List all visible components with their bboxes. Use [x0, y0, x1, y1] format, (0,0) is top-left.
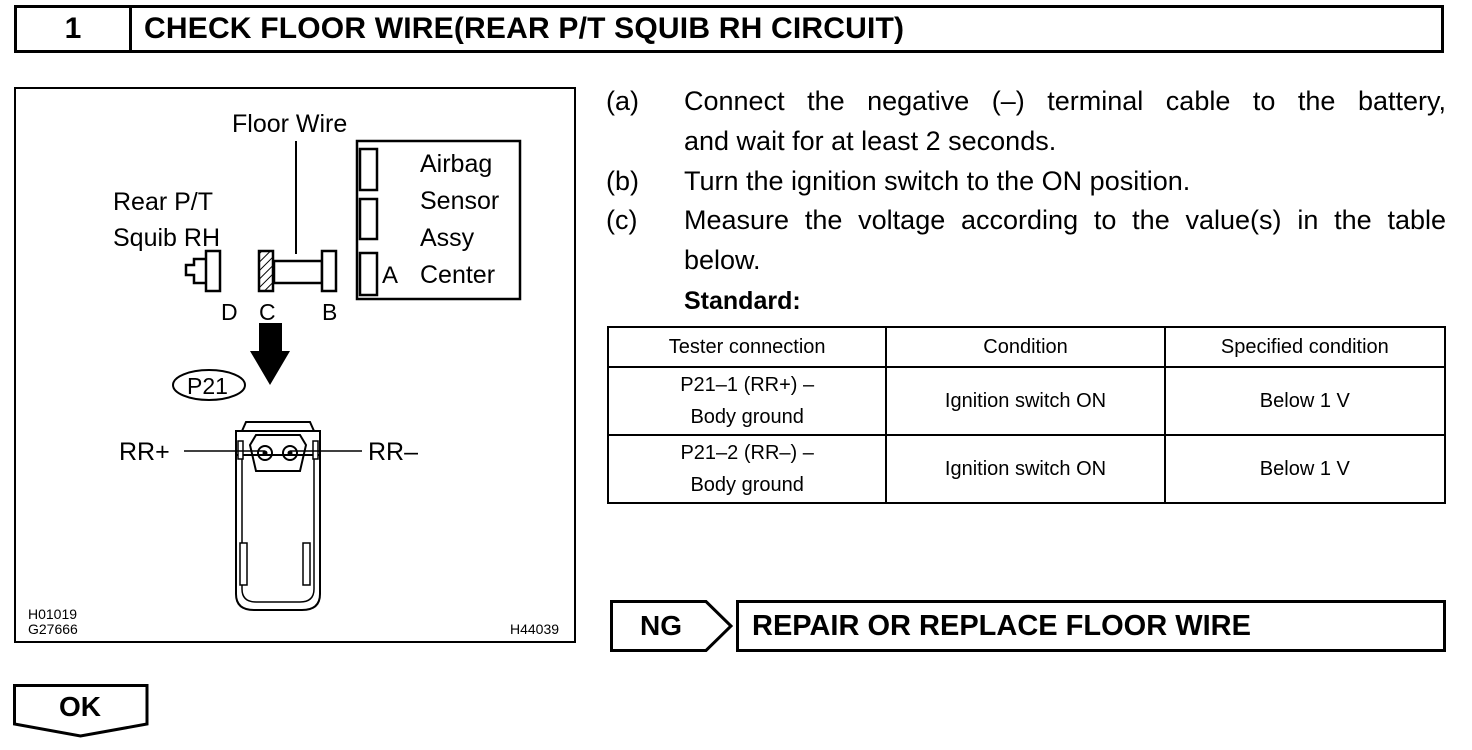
rear-squib-label-line1: Rear P/T — [113, 188, 213, 216]
standard-label: Standard: — [684, 287, 801, 315]
wiring-figure: Floor Wire Airbag Sensor Assy Center A R… — [14, 87, 576, 643]
table-cell-connection: P21–2 (RR–) – Body ground — [606, 434, 888, 504]
ng-action-text: REPAIR OR REPLACE FLOOR WIRE — [752, 609, 1251, 642]
terminal-c-label: C — [259, 299, 276, 325]
connector-diagram: Floor Wire Airbag Sensor Assy Center A R… — [28, 110, 559, 637]
floor-wire-label: Floor Wire — [232, 110, 347, 138]
spec-table: Tester connection Condition Specified co… — [606, 326, 1447, 504]
rr-minus-label: RR– — [368, 438, 418, 466]
down-arrow-icon — [250, 323, 290, 385]
ok-label: OK — [59, 691, 101, 722]
connection-line1: P21–1 (RR+) – — [680, 374, 815, 396]
terminal-b-label: B — [322, 299, 337, 325]
terminal-d-label: D — [221, 299, 238, 325]
table-cell-connection: P21–1 (RR+) – Body ground — [606, 366, 888, 436]
table-cell-spec: Below 1 V — [1163, 366, 1447, 436]
table-header-row: Tester connection Condition Specified co… — [606, 326, 1447, 368]
step-c-text-line1: Measure the voltage according to the val… — [684, 205, 1446, 235]
ok-indicator: OK — [13, 684, 151, 738]
connector-id-label: P21 — [187, 373, 228, 399]
step-header: 1 CHECK FLOOR WIRE(REAR P/T SQUIB RH CIR… — [14, 5, 1444, 53]
figure-code-1: H01019 — [28, 606, 77, 622]
table-header-cell: Tester connection — [606, 326, 888, 368]
step-title: CHECK FLOOR WIRE(REAR P/T SQUIB RH CIRCU… — [144, 12, 905, 45]
step-c-text-line2: below. — [684, 245, 761, 275]
table-cell-spec: Below 1 V — [1163, 434, 1447, 504]
table-row: P21–1 (RR+) – Body ground Ignition switc… — [606, 366, 1447, 436]
airbag-label-line3: Assy — [420, 224, 475, 252]
table-header-cell: Specified condition — [1163, 326, 1447, 368]
rr-plus-label: RR+ — [119, 438, 170, 466]
airbag-label-line1: Airbag — [420, 150, 492, 178]
ng-arrow-shape — [610, 600, 734, 652]
ng-label: NG — [640, 610, 682, 641]
table-cell-condition: Ignition switch ON — [885, 366, 1166, 436]
step-a-text-line1: Connect the negative (–) terminal cable … — [684, 86, 1446, 116]
figure-code-3: H44039 — [510, 621, 559, 637]
step-number: 1 — [17, 8, 132, 50]
rear-squib-label-line2: Squib RH — [113, 224, 220, 252]
ng-indicator: NG — [610, 600, 734, 652]
step-b-text-line1: Turn the ignition switch to the ON posit… — [684, 166, 1191, 196]
ng-action-box: REPAIR OR REPLACE FLOOR WIRE — [736, 600, 1446, 652]
terminal-a-label: A — [382, 262, 398, 289]
ok-arrow-shape — [13, 684, 149, 738]
step-a-text-line2: and wait for at least 2 seconds. — [684, 126, 1057, 156]
airbag-label-line4: Center — [420, 261, 495, 289]
table-cell-condition: Ignition switch ON — [885, 434, 1166, 504]
airbag-label-line2: Sensor — [420, 187, 499, 215]
table-row: P21–2 (RR–) – Body ground Ignition switc… — [606, 434, 1447, 504]
connection-line2: Body ground — [690, 406, 804, 428]
step-b-label: (b) — [606, 166, 639, 196]
table-header-cell: Condition — [885, 326, 1166, 368]
figure-code-2: G27666 — [28, 621, 78, 637]
step-a-label: (a) — [606, 86, 639, 116]
connection-line1: P21–2 (RR–) – — [680, 442, 814, 464]
step-c-label: (c) — [606, 205, 638, 235]
connection-line2: Body ground — [690, 474, 804, 496]
